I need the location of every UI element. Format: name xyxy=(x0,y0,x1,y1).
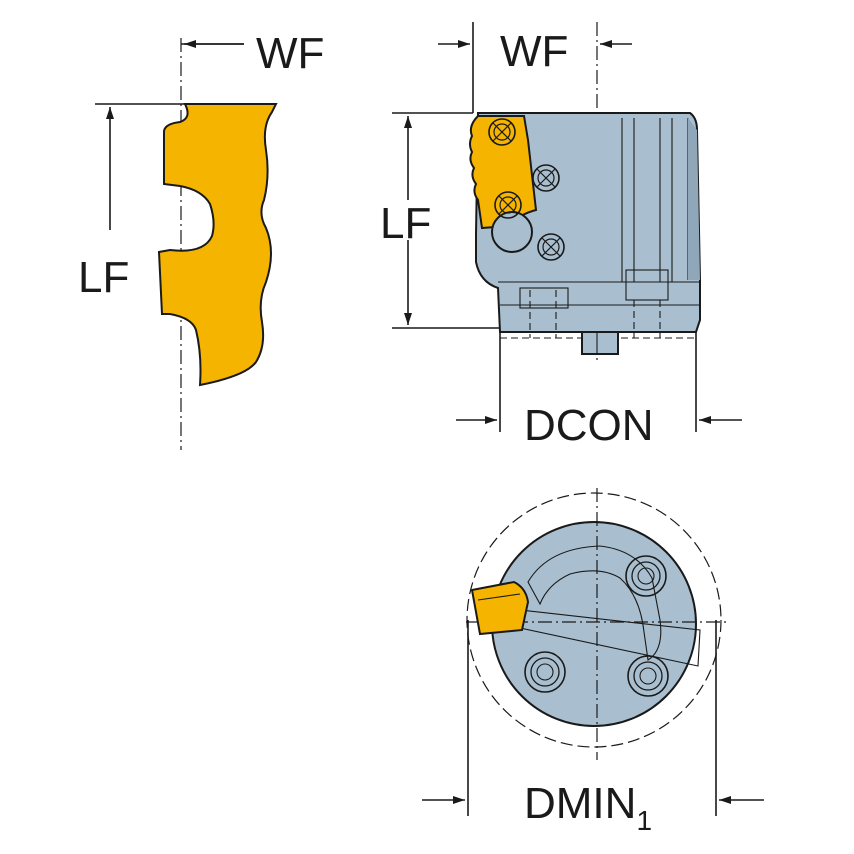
lf-label-right: LF xyxy=(380,199,431,248)
dmin-subscript: 1 xyxy=(636,805,652,836)
screw-pocket-right xyxy=(625,269,669,301)
wf-label-right: WF xyxy=(500,27,568,76)
end-insert xyxy=(470,580,530,636)
head-end-view: DMIN1 xyxy=(422,488,764,836)
insert-edge xyxy=(477,593,521,601)
wf-label: WF xyxy=(256,29,324,78)
coolant-channel xyxy=(527,545,662,661)
outer-envelope-circle xyxy=(466,492,722,748)
body-shade xyxy=(688,118,700,280)
dcon-label: DCON xyxy=(524,401,654,450)
insert-profile xyxy=(157,103,278,387)
screw-pocket-left xyxy=(519,287,569,309)
lf-label: LF xyxy=(78,253,129,302)
insert-profile-view: WF LF xyxy=(78,29,324,450)
dmin-label: DMIN1 xyxy=(524,779,652,836)
pilot-pin xyxy=(581,331,619,355)
head-side-view: WF LF DCON xyxy=(380,22,742,450)
